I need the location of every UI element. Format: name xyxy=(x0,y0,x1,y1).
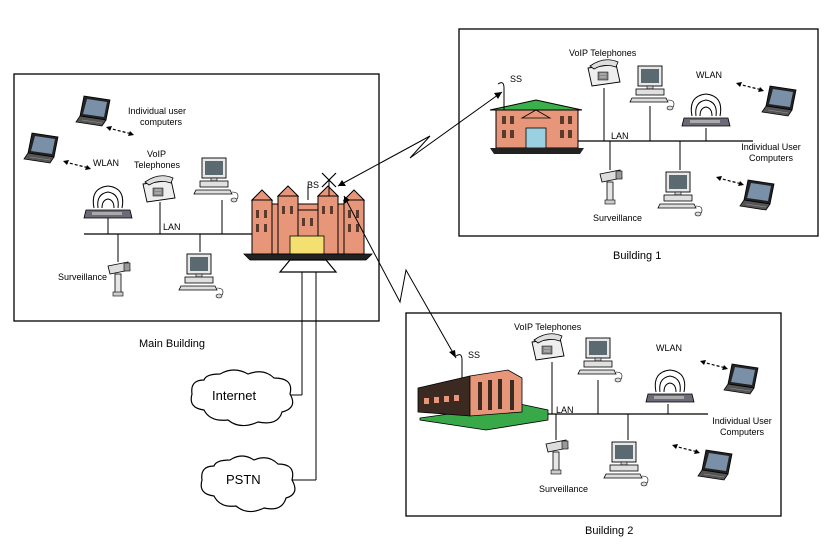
main-building-box xyxy=(13,73,380,322)
surveillance-camera-icon xyxy=(107,261,131,297)
main-bs-label: BS xyxy=(307,180,320,190)
wireless-link-to-building-2 xyxy=(343,195,457,359)
b2-user-computers-label-2: Computers xyxy=(719,427,764,437)
main-user-computers-label-1: Individual user xyxy=(128,106,187,116)
wireless-link-to-building-1 xyxy=(337,91,503,187)
voip-phone-icon xyxy=(531,333,565,361)
main-user-computers-label-2: computers xyxy=(140,117,183,127)
wireless-link-icon xyxy=(715,175,745,187)
b2-voip-label: VoIP Telephones xyxy=(514,322,582,332)
b2-surveillance-label: Surveillance xyxy=(539,484,589,494)
main-voip-label-1: VoIP xyxy=(147,149,167,159)
building-2-group xyxy=(405,312,782,517)
b1-user-computers-label-2: Computers xyxy=(748,153,793,163)
laptop-icon xyxy=(23,132,59,164)
b1-ss-label: SS xyxy=(510,74,523,84)
surveillance-camera-icon xyxy=(599,169,623,205)
main-building-icon xyxy=(243,185,373,273)
building-1-group xyxy=(458,28,819,237)
b1-surveillance-label: Surveillance xyxy=(593,213,643,223)
main-voip-label-2: Telephones xyxy=(134,160,181,170)
internet-label: Internet xyxy=(212,388,257,403)
b2-wlan-label: WLAN xyxy=(656,343,683,353)
internet-cloud xyxy=(190,369,294,427)
wlan-router-icon xyxy=(681,93,731,127)
voip-phone-icon xyxy=(587,59,621,87)
wlan-router-icon xyxy=(83,185,133,219)
building-1-caption: Building 1 xyxy=(613,250,662,262)
base-station-antenna-icon xyxy=(321,172,337,196)
pstn-label: PSTN xyxy=(226,472,261,487)
wireless-link-icon xyxy=(735,81,765,93)
laptop-icon xyxy=(75,95,111,127)
desktop-computer-icon xyxy=(657,171,703,217)
main-building-caption: Main Building xyxy=(139,338,206,350)
pstn-cloud xyxy=(200,455,296,513)
building-2-box xyxy=(405,312,782,517)
wireless-link-icon xyxy=(105,125,135,137)
wireless-link-icon xyxy=(671,443,701,455)
b2-user-computers-label-1: Individual User xyxy=(712,416,772,426)
desktop-computer-icon xyxy=(577,337,623,383)
laptop-icon xyxy=(723,363,759,395)
building-1-icon xyxy=(489,82,584,154)
wireless-link-icon xyxy=(62,159,92,171)
surveillance-camera-icon xyxy=(545,439,569,475)
laptop-icon xyxy=(739,179,775,211)
main-lan-label: LAN xyxy=(163,222,181,232)
desktop-computer-icon xyxy=(178,253,224,299)
building-1-box xyxy=(458,28,819,237)
b2-ss-label: SS xyxy=(468,350,481,360)
desktop-computer-icon xyxy=(603,441,649,487)
main-wlan-label: WLAN xyxy=(93,158,120,168)
b1-user-computers-label-1: Individual User xyxy=(741,142,801,152)
b2-lan-label: LAN xyxy=(556,405,574,415)
main-building-group xyxy=(13,73,380,481)
desktop-computer-icon xyxy=(629,65,675,111)
voip-phone-icon xyxy=(142,175,176,203)
wlan-router-icon xyxy=(645,369,695,403)
building-2-icon xyxy=(417,354,549,431)
b1-lan-label: LAN xyxy=(611,131,629,141)
desktop-computer-icon xyxy=(193,157,239,203)
laptop-icon xyxy=(697,449,733,481)
wireless-link-icon xyxy=(699,359,729,371)
b1-wlan-label: WLAN xyxy=(696,70,723,80)
building-2-caption: Building 2 xyxy=(585,525,634,537)
laptop-icon xyxy=(761,85,797,117)
b1-voip-label: VoIP Telephones xyxy=(569,48,637,58)
main-surveillance-label: Surveillance xyxy=(58,272,108,282)
